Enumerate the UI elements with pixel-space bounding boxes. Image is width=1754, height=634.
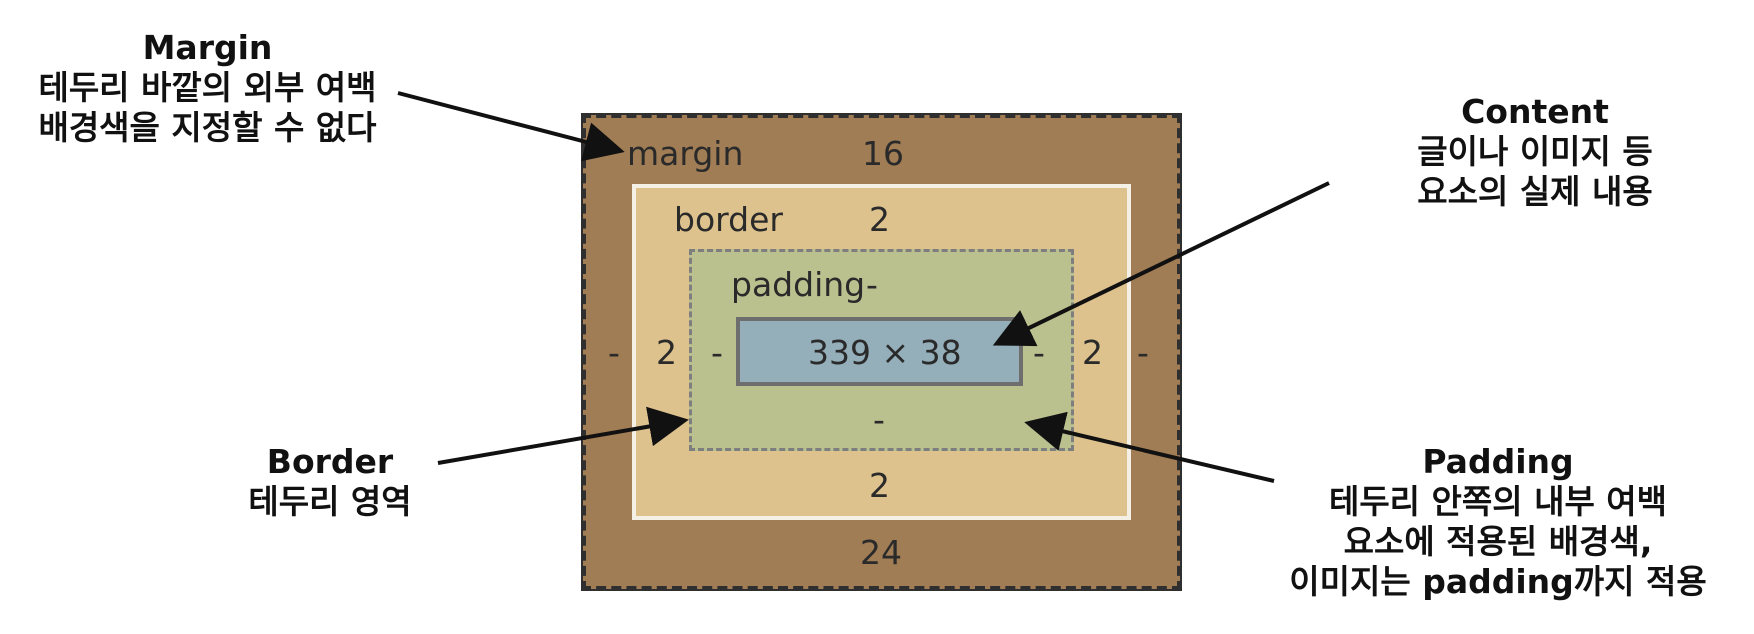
padding-right-value: - [1033,333,1045,372]
content-annotation: Content 글이나 이미지 등 요소의 실제 내용 [1375,92,1695,212]
margin-left-value: - [608,333,620,372]
content-annotation-line-1: 글이나 이미지 등 [1417,132,1653,171]
padding-annotation-line-2: 요소에 적용된 배경색, [1343,522,1653,561]
margin-arrow [397,91,625,162]
padding-bottom-value: - [873,400,885,439]
border-top-value: 2 [869,200,890,239]
border-left-value: 2 [656,333,677,372]
content-size-value: 339 × 38 [808,333,962,372]
margin-bottom-value: 24 [860,533,902,572]
margin-annotation-line-2: 배경색을 지정할 수 없다 [38,108,377,147]
margin-right-value: - [1137,333,1149,372]
padding-annotation-title: Padding [1422,442,1574,481]
padding-left-value: - [711,333,723,372]
border-right-value: 2 [1082,333,1103,372]
border-arrow [437,406,689,465]
border-annotation: Border 테두리 영역 [215,442,445,522]
padding-top-value: - [866,265,878,304]
margin-annotation-line-1: 테두리 바깥의 외부 여백 [38,68,377,107]
margin-label: margin [627,134,744,173]
margin-annotation-title: Margin [142,28,273,67]
padding-annotation-line-1: 테두리 안쪽의 내부 여백 [1328,482,1668,521]
padding-arrow [1024,411,1275,483]
padding-label: padding [731,265,866,304]
margin-annotation: Margin 테두리 바깥의 외부 여백 배경색을 지정할 수 없다 [0,28,415,148]
content-arrow [992,181,1330,347]
border-label: border [674,200,783,239]
border-annotation-title: Border [266,442,394,481]
padding-annotation-line-3: 이미지는 padding까지 적용 [1289,562,1707,601]
padding-annotation: Padding 테두리 안쪽의 내부 여백 요소에 적용된 배경색, 이미지는 … [1283,442,1713,602]
content-annotation-title: Content [1461,92,1609,131]
border-annotation-line-1: 테두리 영역 [248,482,412,521]
border-bottom-value: 2 [869,466,890,505]
content-annotation-line-2: 요소의 실제 내용 [1417,172,1653,211]
margin-top-value: 16 [862,134,904,173]
content-box [736,317,1023,386]
